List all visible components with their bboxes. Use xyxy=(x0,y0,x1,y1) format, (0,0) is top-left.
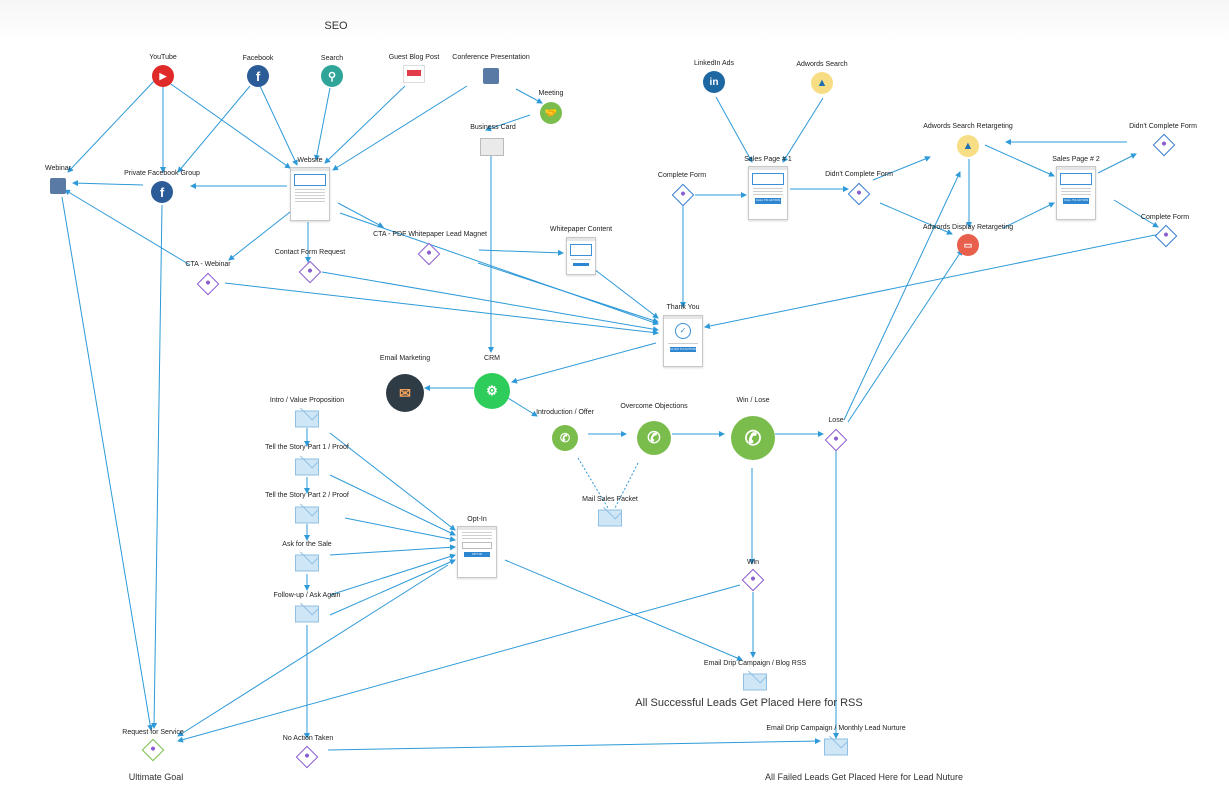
story-2-label: Tell the Story Part 2 / Proof xyxy=(265,492,349,499)
webinar-icon[interactable] xyxy=(50,178,66,194)
opt-in-label: Opt-In xyxy=(467,516,487,523)
ultimate-goal-caption: Ultimate Goal xyxy=(128,772,184,782)
ask-sale-label: Ask for the Sale xyxy=(282,541,332,548)
envelope-icon[interactable] xyxy=(295,605,319,623)
contact-form-request-label: Contact Form Request xyxy=(274,249,346,256)
facebook-group-icon[interactable]: f xyxy=(151,181,173,203)
meeting-label: Meeting xyxy=(538,90,564,97)
sales-page-1-button: CALL TO ACTION xyxy=(755,198,781,204)
envelope-icon[interactable] xyxy=(295,554,319,572)
email-marketing-icon[interactable]: ✉ xyxy=(386,374,424,412)
sales-page-2-button: CALL TO ACTION xyxy=(1063,198,1089,204)
intro-offer-label: Introduction / Offer xyxy=(536,409,594,416)
sales-page-2[interactable]: CALL TO ACTION xyxy=(1056,166,1096,220)
facebook-icon[interactable]: f xyxy=(247,65,269,87)
follow-up-label: Follow-up / Ask Again xyxy=(273,592,341,599)
whitepaper-page[interactable] xyxy=(566,237,596,275)
intro-value-label: Intro / Value Proposition xyxy=(269,397,345,404)
envelope-icon[interactable] xyxy=(295,506,319,524)
conference-label: Conference Presentation xyxy=(452,54,530,61)
display-ad-icon[interactable]: ▭ xyxy=(957,234,979,256)
envelope-icon[interactable] xyxy=(295,458,319,476)
phone-icon[interactable]: ✆ xyxy=(731,416,775,460)
thank-you-page[interactable]: ✓ CLICK TO ACTION xyxy=(663,315,703,367)
failed-leads-caption: All Failed Leads Get Placed Here for Lea… xyxy=(764,772,964,782)
cta-webinar-label: CTA - Webinar xyxy=(185,261,231,268)
didnt-complete-form-1-label: Didn't Complete Form xyxy=(825,171,893,178)
sales-page-1[interactable]: CALL TO ACTION xyxy=(748,166,788,220)
business-card-icon[interactable] xyxy=(480,138,504,156)
thank-you-label: Thank You xyxy=(666,304,700,311)
check-icon: ✓ xyxy=(675,323,691,339)
webinar-label: Webinar xyxy=(45,165,71,172)
cta-pdf-label: CTA - PDF Whitepaper Lead Magnet xyxy=(373,231,487,238)
private-facebook-group-label: Private Facebook Group xyxy=(124,170,200,177)
win-label: Win xyxy=(746,559,760,566)
mail-envelope-icon[interactable] xyxy=(598,509,622,527)
blog-post-icon[interactable] xyxy=(403,65,425,83)
search-icon[interactable]: ⚲ xyxy=(321,65,343,87)
envelope-icon[interactable] xyxy=(824,738,848,756)
crm-icon[interactable]: ⚙ xyxy=(474,373,510,409)
adwords-retarget-icon[interactable]: ▲ xyxy=(957,135,979,157)
successful-leads-caption: All Successful Leads Get Placed Here for… xyxy=(635,697,863,709)
facebook-label: Facebook xyxy=(242,55,274,62)
no-action-label: No Action Taken xyxy=(282,735,334,742)
linkedin-ads-label: LinkedIn Ads xyxy=(693,60,735,67)
linkedin-icon[interactable]: in xyxy=(703,71,725,93)
didnt-complete-form-2-label: Didn't Complete Form xyxy=(1129,123,1197,130)
opt-in-button: OPT-IN xyxy=(464,552,490,557)
search-label: Search xyxy=(320,55,344,62)
email-marketing-label: Email Marketing xyxy=(379,355,431,362)
email-drip-nurture-label: Email Drip Campaign / Monthly Lead Nurtu… xyxy=(766,725,906,732)
handshake-icon[interactable]: 🤝 xyxy=(540,102,562,124)
phone-icon[interactable]: ✆ xyxy=(552,425,578,451)
youtube-icon[interactable]: ▶ xyxy=(152,65,174,87)
lose-label: Lose xyxy=(828,417,844,424)
website-label: Website xyxy=(297,157,323,164)
business-card-label: Business Card xyxy=(470,124,516,131)
email-drip-blog-label: Email Drip Campaign / Blog RSS xyxy=(703,660,807,667)
adwords-search-label: Adwords Search xyxy=(796,61,848,68)
request-for-service-label: Request for Service xyxy=(122,729,184,736)
sales-page-2-label: Sales Page # 2 xyxy=(1052,156,1100,163)
complete-form-2-label: Complete Form xyxy=(1140,214,1190,221)
adwords-icon[interactable]: ▲ xyxy=(811,72,833,94)
envelope-icon[interactable] xyxy=(295,410,319,428)
sales-page-1-label: Sales Page # 1 xyxy=(744,156,792,163)
crm-label: CRM xyxy=(484,355,500,362)
opt-in-page[interactable]: OPT-IN xyxy=(457,526,497,578)
win-lose-label: Win / Lose xyxy=(736,397,770,404)
story-1-label: Tell the Story Part 1 / Proof xyxy=(265,444,349,451)
presentation-icon[interactable] xyxy=(483,68,499,84)
guest-blog-post-label: Guest Blog Post xyxy=(388,54,440,61)
envelope-icon[interactable] xyxy=(743,673,767,691)
overcome-objections-label: Overcome Objections xyxy=(620,403,688,410)
adwords-display-retargeting-label: Adwords Display Retargeting xyxy=(922,224,1014,231)
mail-sales-packet-label: Mail Sales Packet xyxy=(582,496,638,503)
adwords-search-retargeting-label: Adwords Search Retargeting xyxy=(923,123,1013,130)
phone-icon[interactable]: ✆ xyxy=(637,421,671,455)
thank-you-button: CLICK TO ACTION xyxy=(670,347,696,352)
page-title: SEO xyxy=(324,20,348,32)
whitepaper-content-label: Whitepaper Content xyxy=(549,226,613,233)
complete-form-1-label: Complete Form xyxy=(657,172,707,179)
website-page[interactable] xyxy=(290,167,330,221)
youtube-label: YouTube xyxy=(149,54,177,61)
